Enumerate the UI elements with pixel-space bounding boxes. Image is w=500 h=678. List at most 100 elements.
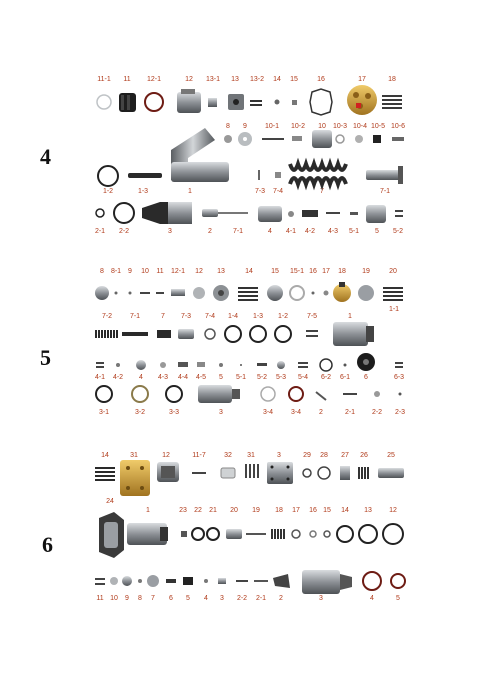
- part-label: 2-1: [344, 409, 356, 416]
- part-label: 2: [319, 409, 323, 416]
- part-label: 5-2: [256, 374, 268, 381]
- part-label: 5: [219, 374, 223, 381]
- part-label: 3-2: [134, 409, 146, 416]
- part-label: 2-1: [94, 228, 106, 235]
- part-label: 11-1: [97, 76, 111, 83]
- part-label: 5: [396, 595, 400, 602]
- part-label: 26: [360, 452, 368, 459]
- part-label: 5: [375, 228, 379, 235]
- part-label: 3-1: [98, 409, 110, 416]
- part-label: 10: [141, 268, 149, 275]
- part-label: 4-2: [304, 228, 316, 235]
- part-label: 12: [195, 268, 203, 275]
- part-label: 15: [323, 507, 331, 514]
- part-label: 1: [146, 507, 150, 514]
- part-label: 19: [362, 268, 370, 275]
- part-label: 7: [320, 188, 324, 195]
- part-label: 15-1: [289, 268, 305, 275]
- part-label: 16: [309, 507, 317, 514]
- part-label: 3: [168, 228, 172, 235]
- section-number-6: 6: [42, 532, 53, 557]
- part-label: 4: [139, 374, 143, 381]
- part-label: 12: [185, 76, 193, 83]
- section-number-4: 4: [40, 144, 51, 169]
- part-label: 7-2: [101, 313, 113, 320]
- part-label: 17: [322, 268, 330, 275]
- part-label: 7: [151, 595, 155, 602]
- part-label: 21: [209, 507, 217, 514]
- part-label: 12: [162, 452, 170, 459]
- part-label: 8: [138, 595, 142, 602]
- part-label: 1-1: [388, 306, 400, 313]
- part-label: 5: [186, 595, 190, 602]
- part-label: 23: [179, 507, 187, 514]
- section-number-5: 5: [40, 345, 51, 370]
- part-label: 28: [320, 452, 328, 459]
- part-label: 10-2: [290, 123, 306, 130]
- part-label: 31: [247, 452, 255, 459]
- part-label: 29: [303, 452, 311, 459]
- part-label: 14: [273, 76, 281, 83]
- part-label: 2-2: [236, 595, 248, 602]
- part-label: 1-2: [102, 188, 114, 195]
- part-label: 1-3: [137, 188, 149, 195]
- part-label: 14: [341, 507, 349, 514]
- part-label: 3: [220, 595, 224, 602]
- part-label: 5-1: [348, 228, 360, 235]
- part-label: 22: [194, 507, 202, 514]
- part-label: 7: [161, 313, 165, 320]
- part-label: 12: [389, 507, 397, 514]
- part-label: 11: [156, 268, 164, 275]
- part-label: 3-4: [290, 409, 302, 416]
- section-5-row-2: [95, 322, 374, 346]
- part-label: 7-3: [180, 313, 192, 320]
- part-label: 4-3: [157, 374, 169, 381]
- part-label: 10-4: [352, 123, 368, 130]
- part-label: 31: [130, 452, 138, 459]
- part-label: 13-1: [205, 76, 221, 83]
- part-label: 6-2: [320, 374, 332, 381]
- part-label: 7-4: [204, 313, 216, 320]
- part-label: 10: [318, 123, 326, 130]
- part-label: 6: [364, 374, 368, 381]
- part-label: 7-5: [306, 313, 318, 320]
- part-label: 1: [188, 188, 192, 195]
- part-label: 9: [125, 595, 129, 602]
- part-label: 12-1: [146, 76, 162, 83]
- part-label: 4-5: [195, 374, 207, 381]
- part-label: 7-3: [254, 188, 266, 195]
- part-label: 20: [230, 507, 238, 514]
- part-label: 4: [370, 595, 374, 602]
- part-label: 11: [123, 76, 131, 83]
- part-label: 13-2: [249, 76, 265, 83]
- part-label: 2-3: [394, 409, 406, 416]
- part-label: 27: [341, 452, 349, 459]
- part-label: 16: [309, 268, 317, 275]
- part-label: 5-1: [235, 374, 247, 381]
- part-label: 7-1: [129, 313, 141, 320]
- section-5-row-4: [95, 385, 402, 403]
- part-label: 32: [224, 452, 232, 459]
- part-label: 14: [101, 452, 109, 459]
- part-label: 1-2: [277, 313, 289, 320]
- part-label: 18: [275, 507, 283, 514]
- part-label: 3-3: [168, 409, 180, 416]
- part-label: 6-1: [339, 374, 351, 381]
- section-5-row-1: [95, 282, 403, 302]
- part-label: 1: [348, 313, 352, 320]
- section-4-row-1: [96, 85, 402, 116]
- part-label: 3: [277, 452, 281, 459]
- part-label: 15: [271, 268, 279, 275]
- part-label: 19: [252, 507, 260, 514]
- part-label: 25: [387, 452, 395, 459]
- part-label: 4-3: [327, 228, 339, 235]
- part-label: 13: [231, 76, 239, 83]
- part-label: 15: [290, 76, 298, 83]
- part-label: 2-1: [255, 595, 267, 602]
- part-label: 10: [110, 595, 118, 602]
- part-label: 7-1: [379, 188, 391, 195]
- part-label: 11-7: [192, 452, 206, 459]
- part-label: 6-3: [393, 374, 405, 381]
- part-label: 24: [106, 498, 114, 505]
- part-label: 8: [100, 268, 104, 275]
